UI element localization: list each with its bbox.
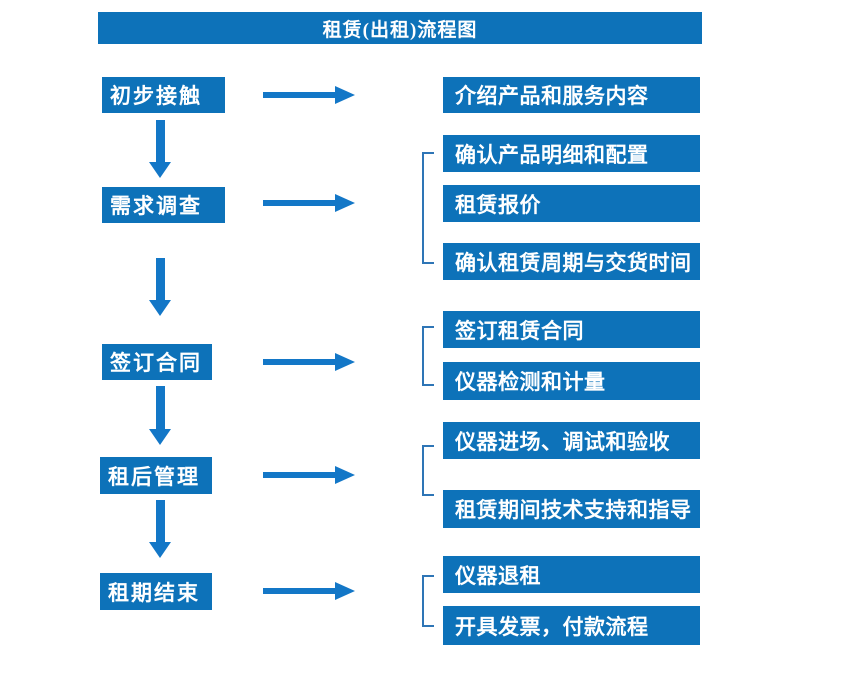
arrow-head [335,582,355,600]
output-box-confirm-product-details: 确认产品明细和配置 [443,135,700,172]
stage-box-rental-period-end: 租期结束 [100,573,212,610]
group-bracket-demand-survey [422,152,434,264]
output-box-sign-rental-contract: 签订租赁合同 [443,311,700,348]
arrow-head [149,429,171,445]
output-box-introduce-products: 介绍产品和服务内容 [443,77,700,113]
down-arrow-2 [149,258,171,316]
right-arrow-5 [263,582,355,600]
group-bracket-rental-end [422,575,434,627]
down-arrow-1 [149,120,171,178]
group-bracket-contract [422,326,434,386]
right-arrow-3 [263,353,355,371]
output-box-invoice-payment: 开具发票，付款流程 [443,606,700,645]
stage-box-post-rental-management: 租后管理 [100,457,212,494]
down-arrow-3 [149,386,171,445]
down-arrow-4 [149,500,171,558]
title-banner: 租赁(出租)流程图 [98,12,702,44]
arrow-shaft [156,120,165,162]
arrow-shaft [263,359,335,365]
arrow-shaft [156,500,165,542]
stage-box-demand-survey: 需求调查 [102,187,225,223]
output-box-confirm-rental-period: 确认租赁周期与交货时间 [443,243,700,280]
output-box-rental-quote: 租赁报价 [443,185,700,222]
arrow-head [335,353,355,371]
output-box-instrument-return: 仪器退租 [443,556,700,593]
stage-box-contract-signing: 签订合同 [102,344,212,380]
arrow-head [149,162,171,178]
right-arrow-2 [263,194,355,212]
output-box-technical-support: 租赁期间技术支持和指导 [443,490,700,528]
arrow-shaft [156,386,165,429]
group-bracket-post-rental [422,445,434,496]
output-box-instrument-setup: 仪器进场、调试和验收 [443,422,700,459]
arrow-shaft [156,258,165,300]
arrow-head [335,86,355,104]
arrow-head [149,542,171,558]
arrow-shaft [263,472,335,478]
stage-box-initial-contact: 初步接触 [102,77,225,113]
arrow-head [335,466,355,484]
arrow-head [335,194,355,212]
arrow-shaft [263,588,335,594]
arrow-shaft [263,92,335,98]
arrow-shaft [263,200,335,206]
right-arrow-4 [263,466,355,484]
right-arrow-1 [263,86,355,104]
arrow-head [149,300,171,316]
output-box-instrument-inspection: 仪器检测和计量 [443,362,700,400]
